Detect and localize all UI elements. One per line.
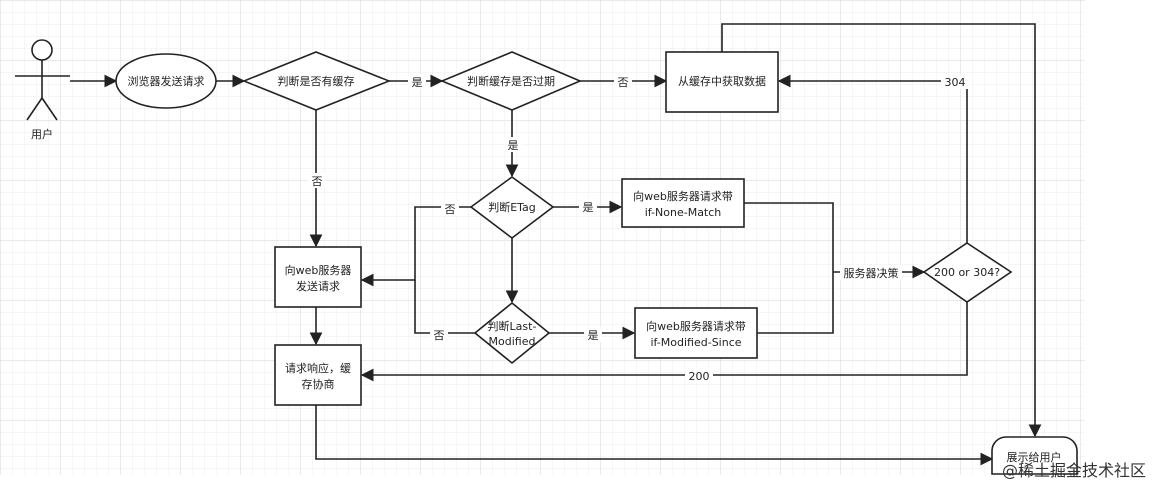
node-req-if-modified-since-line-2: if-Modified-Since [650, 336, 741, 349]
node-req-if-none-match: 向web服务器请求带 if-None-Match [621, 178, 745, 228]
node-has-cache-label: 判断是否有缓存 [278, 74, 355, 88]
label-etag-no: 否 [445, 203, 456, 216]
label-has-cache-yes: 是 [412, 76, 423, 89]
node-show-user: 展示给用户 [991, 436, 1078, 475]
node-check-etag-label: 判断ETag [488, 200, 536, 214]
node-response-negotiate: 请求响应，缓 存协商 [274, 344, 362, 406]
label-has-cache-no: 否 [312, 175, 323, 188]
node-status-decision-label: 200 or 304? [934, 266, 1000, 279]
edge-none-match-to-decision [744, 202, 834, 272]
label-expired-no: 否 [618, 76, 629, 89]
edge-decision-200 [360, 302, 968, 382]
node-send-request-label: 浏览器发送请求 [128, 74, 205, 88]
label-200: 200 [689, 370, 710, 383]
actor-left-leg [26, 97, 43, 121]
edge-cache-to-show [721, 23, 1042, 438]
node-get-from-cache: 从缓存中获取数据 [665, 51, 779, 113]
node-req-if-none-match-line-2: if-None-Match [645, 206, 722, 219]
label-etag-yes: 是 [583, 201, 594, 214]
node-check-last-modified-line-2: Modified [489, 335, 536, 348]
node-send-to-server-line-2: 发送请求 [296, 279, 340, 293]
label-last-modified-yes: 是 [588, 329, 599, 342]
node-response-negotiate-line-1: 请求响应，缓 [285, 361, 351, 375]
node-status-decision: 200 or 304? [922, 242, 1013, 303]
node-send-to-server-line-1: 向web服务器 [285, 263, 352, 277]
label-304: 304 [945, 76, 966, 89]
node-get-from-cache-label: 从缓存中获取数据 [678, 74, 766, 88]
node-send-request: 浏览器发送请求 [115, 53, 217, 109]
edge-response-to-show [315, 405, 994, 466]
node-cache-expired-label: 判断缓存是否过期 [467, 74, 555, 88]
actor-right-leg [41, 97, 58, 121]
user-actor: 用户 [15, 39, 70, 141]
label-last-modified-no: 否 [434, 329, 445, 342]
edge-modified-since-to-decision [757, 272, 834, 334]
node-send-to-server: 向web服务器 发送请求 [274, 246, 362, 308]
edge-labels: 是 否 否 是 是 否 是 否 服务器决策 304 200 [308, 74, 969, 383]
watermark: @稀土掘金技术社区 [1002, 461, 1146, 480]
node-req-if-modified-since-line-1: 向web服务器请求带 [646, 319, 746, 333]
actor-head-icon [31, 39, 53, 61]
node-check-etag: 判断ETag [469, 176, 555, 240]
node-show-user-label: 展示给用户 [1007, 450, 1062, 464]
edge-last-modified-no [414, 280, 475, 334]
node-has-cache: 判断是否有缓存 [241, 51, 392, 111]
label-server-decides: 服务器决策 [844, 266, 899, 280]
node-req-if-modified-since: 向web服务器请求带 if-Modified-Since [634, 307, 758, 359]
node-check-last-modified: 判断Last- Modified [473, 301, 551, 365]
label-expired-yes: 是 [508, 139, 519, 152]
node-cache-expired: 判断缓存是否过期 [439, 51, 583, 111]
node-check-last-modified-line-1: 判断Last- [488, 319, 537, 333]
node-response-negotiate-line-2: 存协商 [302, 377, 335, 391]
actor-label: 用户 [31, 127, 53, 141]
node-req-if-none-match-line-1: 向web服务器请求带 [633, 189, 733, 203]
